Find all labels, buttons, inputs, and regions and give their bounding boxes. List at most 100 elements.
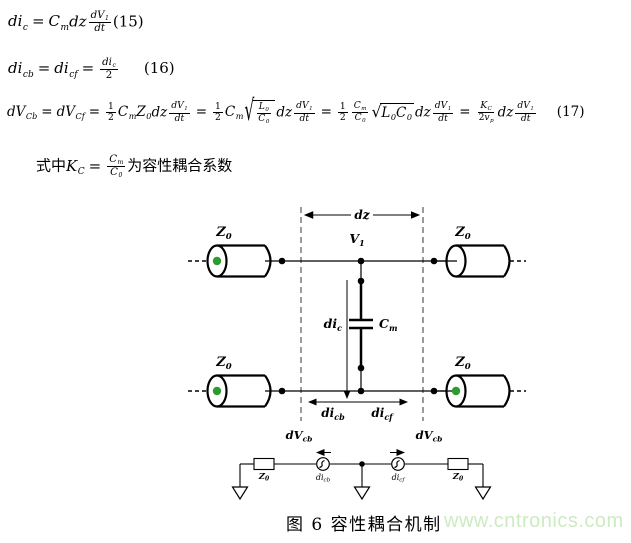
math-var: Cm: [48, 12, 70, 33]
cylinder-cap: [503, 374, 511, 408]
math-operator: =: [41, 104, 53, 121]
math-subscript: 0: [265, 106, 269, 113]
dvcb-left-label: dVcb: [286, 428, 313, 444]
math-subscript: m: [361, 105, 367, 112]
ground-symbol: [353, 486, 371, 501]
math-subscript: C: [487, 105, 492, 112]
math-text: 2: [478, 112, 485, 124]
math-subscript: 1: [184, 106, 188, 113]
z0-label: Z0: [454, 225, 471, 242]
math-var: dVCf: [56, 104, 85, 122]
z0-label: Z0: [215, 225, 232, 242]
figure-caption: 图 6 容性耦合机制: [286, 515, 442, 535]
math-subscript: 1: [309, 106, 313, 113]
math-subscript: m: [117, 159, 124, 167]
math-var: L0: [381, 105, 396, 123]
math-var: dz: [276, 104, 293, 121]
math-text: (17): [556, 104, 585, 121]
math-var: dt: [94, 23, 106, 35]
current-source-dicb: [316, 457, 330, 471]
math-var: dt: [520, 112, 531, 124]
math-subscript: 0: [265, 119, 270, 126]
math-var: KC: [480, 100, 492, 112]
math-operator: =: [88, 156, 102, 175]
math-var: dV1: [517, 100, 534, 113]
math-subscript: 0: [118, 172, 123, 180]
math-var: Cm: [353, 100, 367, 112]
math-var: C0: [354, 112, 366, 125]
ground-symbol: [474, 486, 492, 501]
node-dot: [357, 277, 365, 285]
current-source-dicf: [391, 457, 405, 471]
math-var: Cm: [117, 104, 137, 122]
z0-label: Z0: [454, 355, 471, 372]
math-subscript: cf: [69, 69, 78, 80]
math-subscript: 0: [390, 112, 396, 123]
dicf-label-small: dicf: [392, 473, 406, 484]
math-var: Cm: [224, 104, 244, 122]
math-text: 2: [108, 112, 114, 124]
math-subscript: Cf: [75, 111, 85, 122]
math-subscript: c: [112, 62, 116, 70]
math-subscript: m: [128, 111, 137, 122]
math-subscript: m: [60, 22, 70, 33]
math-subscript: c: [22, 22, 28, 33]
math-var: dic: [8, 12, 28, 33]
math-var: dz: [151, 104, 168, 121]
math-var: C0: [110, 167, 123, 180]
math-operator: =: [459, 104, 471, 121]
top-line: [265, 257, 447, 265]
math-var: dV1: [296, 100, 313, 113]
math-var: dt: [438, 112, 448, 124]
math-text: (16): [143, 59, 175, 78]
math-text: 为容性耦合系数: [127, 156, 233, 175]
cylinder-cap: [264, 374, 272, 408]
green-port-dot: [212, 386, 222, 396]
math-subscript: cb: [22, 69, 34, 80]
math-subscript: 0: [362, 118, 366, 125]
math-var: dV1: [434, 100, 452, 113]
math-operator: =: [320, 104, 332, 121]
resistor-z0-right: [447, 457, 469, 471]
math-text: 2: [339, 112, 346, 124]
dicf-label: dicf: [371, 406, 394, 422]
math-subscript: 0: [146, 111, 152, 122]
math-subscript: 0: [406, 112, 412, 123]
transmission-line-port-bottom-right: Z0: [434, 355, 526, 408]
equivalent-circuit: Z0 Z0 dicb dicf: [231, 449, 492, 501]
math-var: dz: [415, 104, 431, 121]
math-subscript: C: [77, 166, 85, 177]
ground-symbol: [231, 486, 249, 501]
resistor-z0-left: [253, 457, 275, 471]
transmission-line-port-top-right: Z0: [434, 225, 526, 278]
math-var: Cm: [109, 154, 124, 167]
math-var: dV1: [171, 100, 188, 113]
source-sine-glyph: [394, 459, 400, 469]
node-dot: [357, 364, 365, 372]
math-operator: =: [195, 104, 208, 121]
node-dot: [357, 387, 365, 395]
math-operator: =: [81, 59, 95, 78]
math-var: C0: [258, 113, 270, 126]
node-dot: [278, 257, 286, 265]
math-operator: =: [37, 59, 51, 78]
math-operator: =: [88, 104, 101, 121]
bottom-line: [265, 387, 447, 395]
dic-label: dic: [324, 316, 343, 333]
math-subscript: 1: [447, 106, 452, 113]
z0-label-small: Z0: [258, 472, 270, 483]
dimension-dz: dz: [303, 208, 421, 222]
